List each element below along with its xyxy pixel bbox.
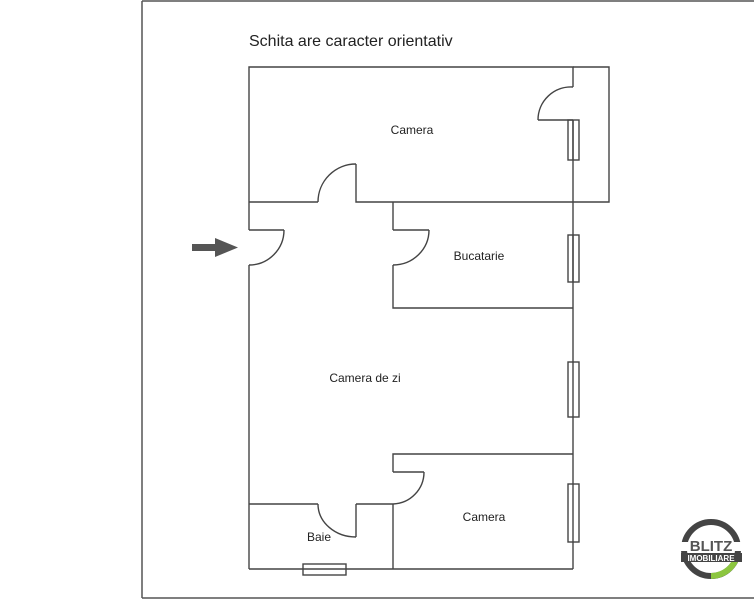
door-camera-top — [317, 163, 357, 203]
room-label-camera-top: Camera — [391, 123, 434, 137]
windows — [302, 119, 580, 576]
door-entrance — [248, 229, 285, 266]
logo-text-imobiliare: IMOBILIARE — [687, 554, 735, 563]
room-label-camera-bottom: Camera — [463, 510, 506, 524]
door-baie — [317, 503, 357, 538]
door-top-right — [537, 86, 574, 121]
entrance-arrow-icon — [192, 238, 238, 257]
plan-title: Schita are caracter orientativ — [249, 33, 453, 50]
logo-text-blitz: BLITZ — [690, 538, 733, 555]
room-label-camera-de-zi: Camera de zi — [329, 371, 400, 385]
door-bucatarie — [392, 229, 430, 266]
walls — [248, 66, 610, 570]
room-label-bucatarie: Bucatarie — [454, 249, 505, 263]
blitz-logo: BLITZ IMOBILIARE — [680, 519, 742, 579]
door-camera-bottom — [392, 471, 425, 505]
doors — [248, 86, 574, 538]
room-label-baie: Baie — [307, 530, 331, 544]
page-frame — [141, 0, 754, 599]
